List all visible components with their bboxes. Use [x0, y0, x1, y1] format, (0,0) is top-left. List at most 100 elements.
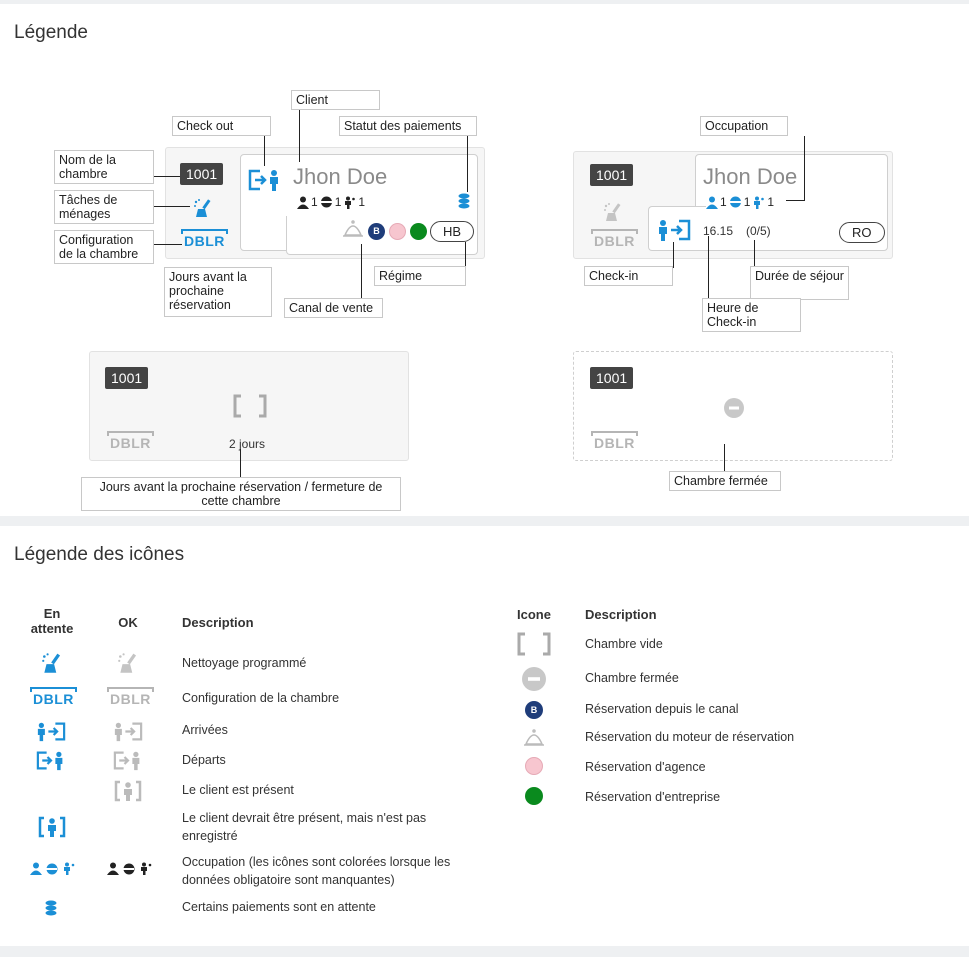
adult-count: 1 — [311, 195, 318, 209]
guest-present-icon — [114, 780, 142, 802]
label-check-out: Check out — [172, 116, 271, 136]
empty-room-icon — [233, 394, 267, 418]
config-pending-icon: DBLR — [30, 687, 77, 707]
room-number: 1001 — [105, 367, 149, 389]
header-pending: En attente — [30, 606, 74, 636]
row-description: Départs — [182, 753, 226, 767]
agency-dot — [525, 757, 543, 775]
stay-progress: (0/5) — [746, 224, 771, 238]
row-description: Occupation (les icônes sont colorées lor… — [182, 855, 451, 887]
row-description: Réservation d'agence — [585, 760, 706, 774]
legend-title: Légende — [14, 22, 88, 43]
icons-legend-panel: Légende des icônes En attente OK Descrip… — [0, 526, 969, 946]
connector — [299, 110, 300, 162]
departure-pending-icon — [36, 750, 66, 771]
row-description: Réservation du moteur de réservation — [585, 730, 795, 744]
child-icon — [345, 196, 356, 209]
company-dot — [410, 223, 427, 240]
child-icon — [754, 196, 765, 209]
label-housekeeping: Tâches de ménages — [54, 190, 154, 224]
label-occupation: Occupation — [700, 116, 788, 136]
room-card-closed[interactable]: 1001 DBLR — [573, 351, 893, 461]
connector — [786, 200, 805, 201]
row-description: Réservation depuis le canal — [585, 702, 739, 716]
header-icon: Icone — [517, 607, 551, 622]
row-description: Le client est présent — [182, 783, 294, 797]
checkout-icon — [248, 168, 282, 192]
payment-pending-icon — [45, 900, 57, 916]
teen-count: 1 — [743, 195, 751, 209]
occupancy-pending-icon — [30, 862, 76, 876]
label-days-before: Jours avant la prochaine réservation — [164, 267, 272, 317]
occupancy-ok-icon — [107, 862, 153, 876]
row-description: Réservation d'entreprise — [585, 790, 721, 804]
connector — [754, 240, 755, 266]
room-config-label: DBLR — [107, 431, 154, 451]
legend-panel: Légende 1001 DBLR 2 Jhon Doe 1 1 1 B — [0, 4, 969, 516]
child-count: 1 — [767, 195, 775, 209]
label-stay-length: Durée de séjour — [750, 266, 849, 300]
label-board: Régime — [374, 266, 466, 286]
label-checkin-time: Heure de Check-in — [702, 298, 801, 332]
room-config-label: DBLR — [181, 229, 228, 249]
adult-icon — [297, 196, 309, 209]
row-description: Nettoyage programmé — [182, 656, 307, 670]
guest-name: Jhon Doe — [293, 164, 388, 189]
icons-legend-title: Légende des icônes — [14, 544, 185, 565]
teen-icon — [729, 196, 741, 207]
label-closed-room: Chambre fermée — [669, 471, 781, 491]
row-description: Certains paiements sont en attente — [182, 900, 376, 914]
reservation-footer: B HB — [286, 216, 478, 255]
agency-dot — [389, 223, 406, 240]
empty-room-icon — [517, 632, 551, 656]
occupancy-group: 1 1 1 — [297, 195, 365, 209]
row-description: Arrivées — [182, 723, 228, 737]
checkin-box — [648, 206, 706, 251]
broom-ok-icon — [116, 650, 142, 676]
adult-count: 1 — [720, 195, 727, 209]
connector — [465, 242, 466, 266]
departure-ok-icon — [113, 750, 143, 771]
label-payment-status: Statut des paiements — [339, 116, 477, 136]
bell-icon — [343, 220, 363, 238]
checkin-icon — [657, 218, 691, 242]
board-pill-hb: HB — [430, 221, 475, 242]
room-number: 1001 — [590, 367, 634, 389]
payment-pending-icon — [458, 193, 470, 209]
occupancy-group: 1 1 1 — [706, 195, 774, 209]
connector — [708, 236, 709, 298]
connector — [154, 176, 180, 177]
board-pill-ro: RO — [839, 222, 885, 243]
closed-room-icon — [724, 398, 744, 418]
guest-expected-icon — [38, 816, 66, 838]
reservation-box[interactable]: Jhon Doe 1 1 1 RO — [695, 154, 888, 251]
label-room-name: Nom de la chambre — [54, 150, 154, 184]
company-dot — [525, 787, 543, 805]
row-description: Chambre vide — [585, 637, 663, 651]
broom-icon — [602, 200, 626, 224]
bell-icon — [524, 729, 544, 747]
header-description: Description — [182, 615, 254, 630]
room-card-empty[interactable]: 1001 DBLR 2 jours — [89, 351, 409, 461]
label-check-in: Check-in — [584, 266, 673, 286]
header-ok: OK — [118, 615, 138, 630]
connector — [724, 444, 725, 471]
connector — [240, 449, 241, 477]
channel-icon: B — [525, 701, 543, 719]
header-description: Description — [585, 607, 657, 622]
adult-icon — [706, 196, 718, 209]
connector — [154, 206, 190, 207]
connector — [361, 244, 362, 298]
label-days-before-closure: Jours avant la prochaine réservation / f… — [81, 477, 401, 511]
config-ok-icon: DBLR — [107, 687, 154, 707]
room-config-label: DBLR — [591, 431, 638, 451]
row-description: Configuration de la chambre — [182, 691, 340, 705]
closed-room-icon — [522, 667, 546, 691]
row-description: Le client devrait être présent, mais n'e… — [182, 811, 427, 843]
arrival-ok-icon — [113, 721, 143, 742]
arrival-pending-icon — [36, 721, 66, 742]
room-number: 1001 — [590, 164, 634, 186]
guest-name: Jhon Doe — [703, 164, 798, 189]
connector — [467, 136, 468, 192]
broom-pending-icon — [40, 650, 66, 676]
